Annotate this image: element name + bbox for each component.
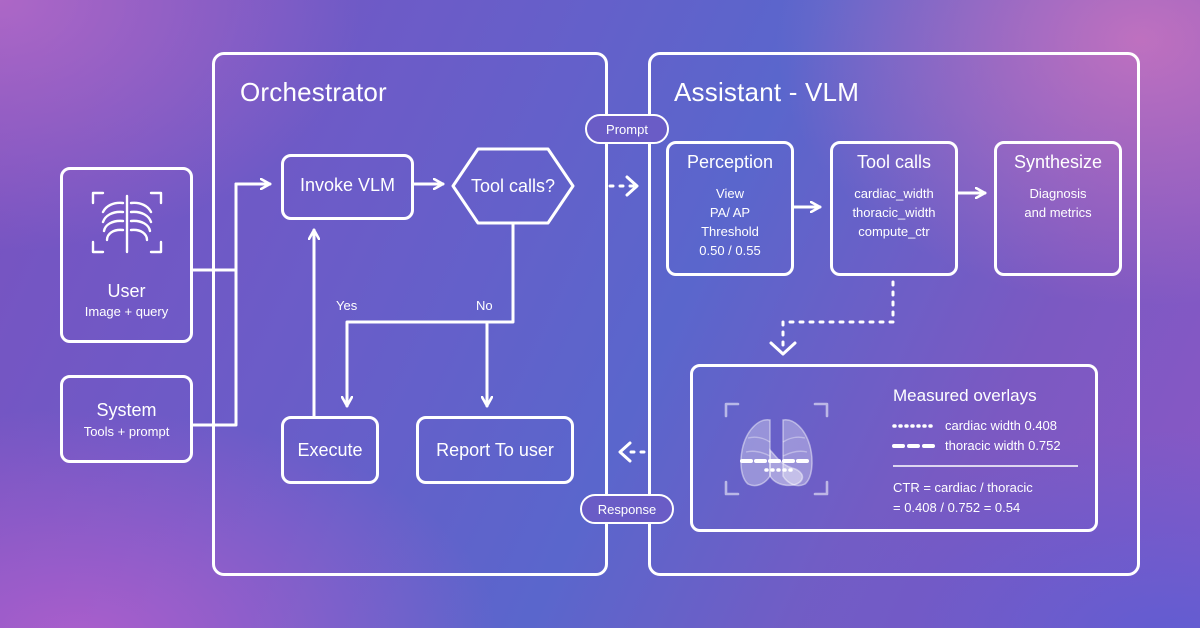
synthesize-line1: Diagnosis	[1029, 186, 1087, 201]
user-subtitle: Image + query	[84, 304, 169, 319]
tool-calls-node	[830, 141, 958, 276]
response-arrowhead	[618, 441, 632, 463]
prompt-arrowhead	[625, 175, 639, 197]
synthesize-node	[994, 141, 1122, 276]
report-label: Report To user	[436, 440, 554, 460]
execute-node	[281, 416, 379, 484]
decision-down-line	[347, 222, 515, 408]
assistant-title: Assistant - VLM	[674, 77, 860, 107]
perception-node	[666, 141, 794, 276]
synthesize-title: Synthesize	[1013, 152, 1103, 172]
execute-label: Execute	[297, 440, 363, 460]
system-subtitle: Tools + prompt	[83, 424, 170, 439]
ctr-formula-line1: CTR = cardiac / thoracic	[893, 480, 1033, 495]
tool-calls-line1: cardiac_width	[854, 186, 934, 201]
perception-line2: PA/ AP	[709, 205, 751, 220]
orchestrator-title: Orchestrator	[240, 77, 387, 107]
system-to-invoke-line	[191, 182, 238, 427]
thoracic-width-label: thoracic width 0.752	[945, 438, 1061, 453]
orchestrator-panel	[212, 52, 608, 576]
overlays-title: Measured overlays	[893, 386, 1037, 405]
overlays-arrowhead	[769, 341, 797, 356]
synthesize-line2: and metrics	[1024, 205, 1092, 220]
perception-line1: View	[716, 186, 744, 201]
tools-to-overlays-dotted-line	[781, 280, 895, 350]
system-title: System	[96, 400, 157, 420]
no-label: No	[476, 298, 493, 313]
assistant-panel	[648, 52, 1140, 576]
perception-line3: Threshold	[701, 224, 759, 239]
system-node	[60, 375, 193, 463]
decision-label: Tool calls?	[470, 176, 556, 196]
tool-calls-title: Tool calls	[856, 152, 932, 172]
overlays-node	[690, 364, 1098, 532]
invoke-vlm-node	[281, 154, 414, 220]
yes-label: Yes	[336, 298, 358, 313]
invoke-vlm-label: Invoke VLM	[299, 175, 396, 195]
user-title: User	[107, 281, 146, 301]
ctr-formula-line2: = 0.408 / 0.752 = 0.54	[893, 500, 1021, 515]
user-node	[60, 167, 193, 343]
response-pill: Response	[580, 494, 674, 524]
tool-calls-line3: compute_ctr	[858, 224, 930, 239]
user-to-invoke-line	[191, 184, 272, 272]
prompt-pill: Prompt	[585, 114, 669, 144]
tool-calls-line2: thoracic_width	[852, 205, 936, 220]
report-node	[416, 416, 574, 484]
perception-line4: 0.50 / 0.55	[699, 243, 761, 258]
perception-title: Perception	[686, 152, 774, 172]
cardiac-width-label: cardiac width 0.408	[945, 418, 1058, 433]
